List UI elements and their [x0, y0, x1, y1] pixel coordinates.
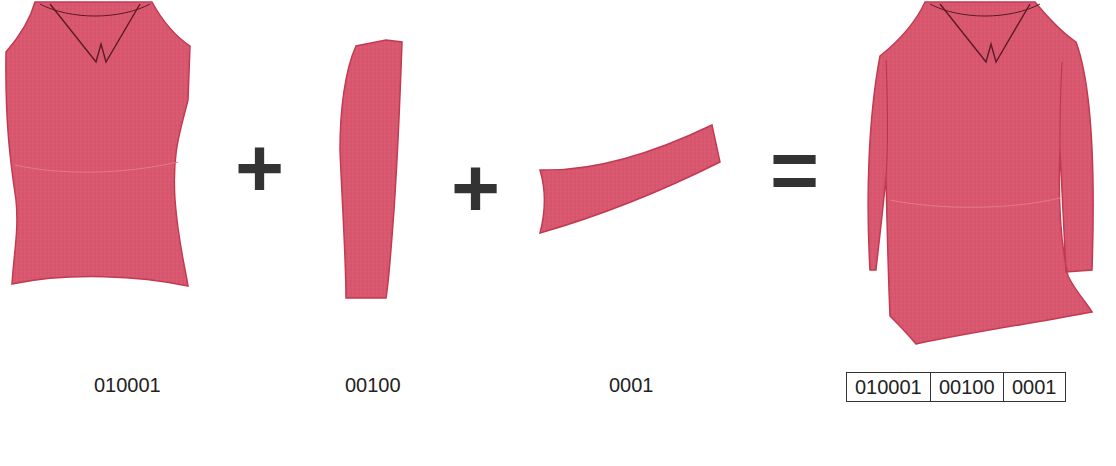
code-cell: 010001 — [846, 372, 931, 402]
code-number: 00100 — [345, 375, 401, 395]
code-cell: 00100 — [930, 372, 1004, 402]
code-number: 010001 — [94, 375, 161, 395]
sleeveless-bodice — [6, 2, 190, 286]
plus-sign: + — [451, 146, 500, 230]
cell-text: 010001 — [855, 377, 922, 397]
cell-text: 00100 — [939, 377, 995, 397]
code-number: 0001 — [609, 375, 654, 395]
assembled-garment — [868, 2, 1093, 344]
cell-text: 0001 — [1012, 377, 1057, 397]
code-cell: 0001 — [1003, 372, 1066, 402]
plus-sign: + — [235, 126, 284, 210]
sleeve-piece — [340, 40, 402, 298]
hem-piece — [540, 125, 720, 233]
equals-sign: = — [770, 128, 819, 212]
